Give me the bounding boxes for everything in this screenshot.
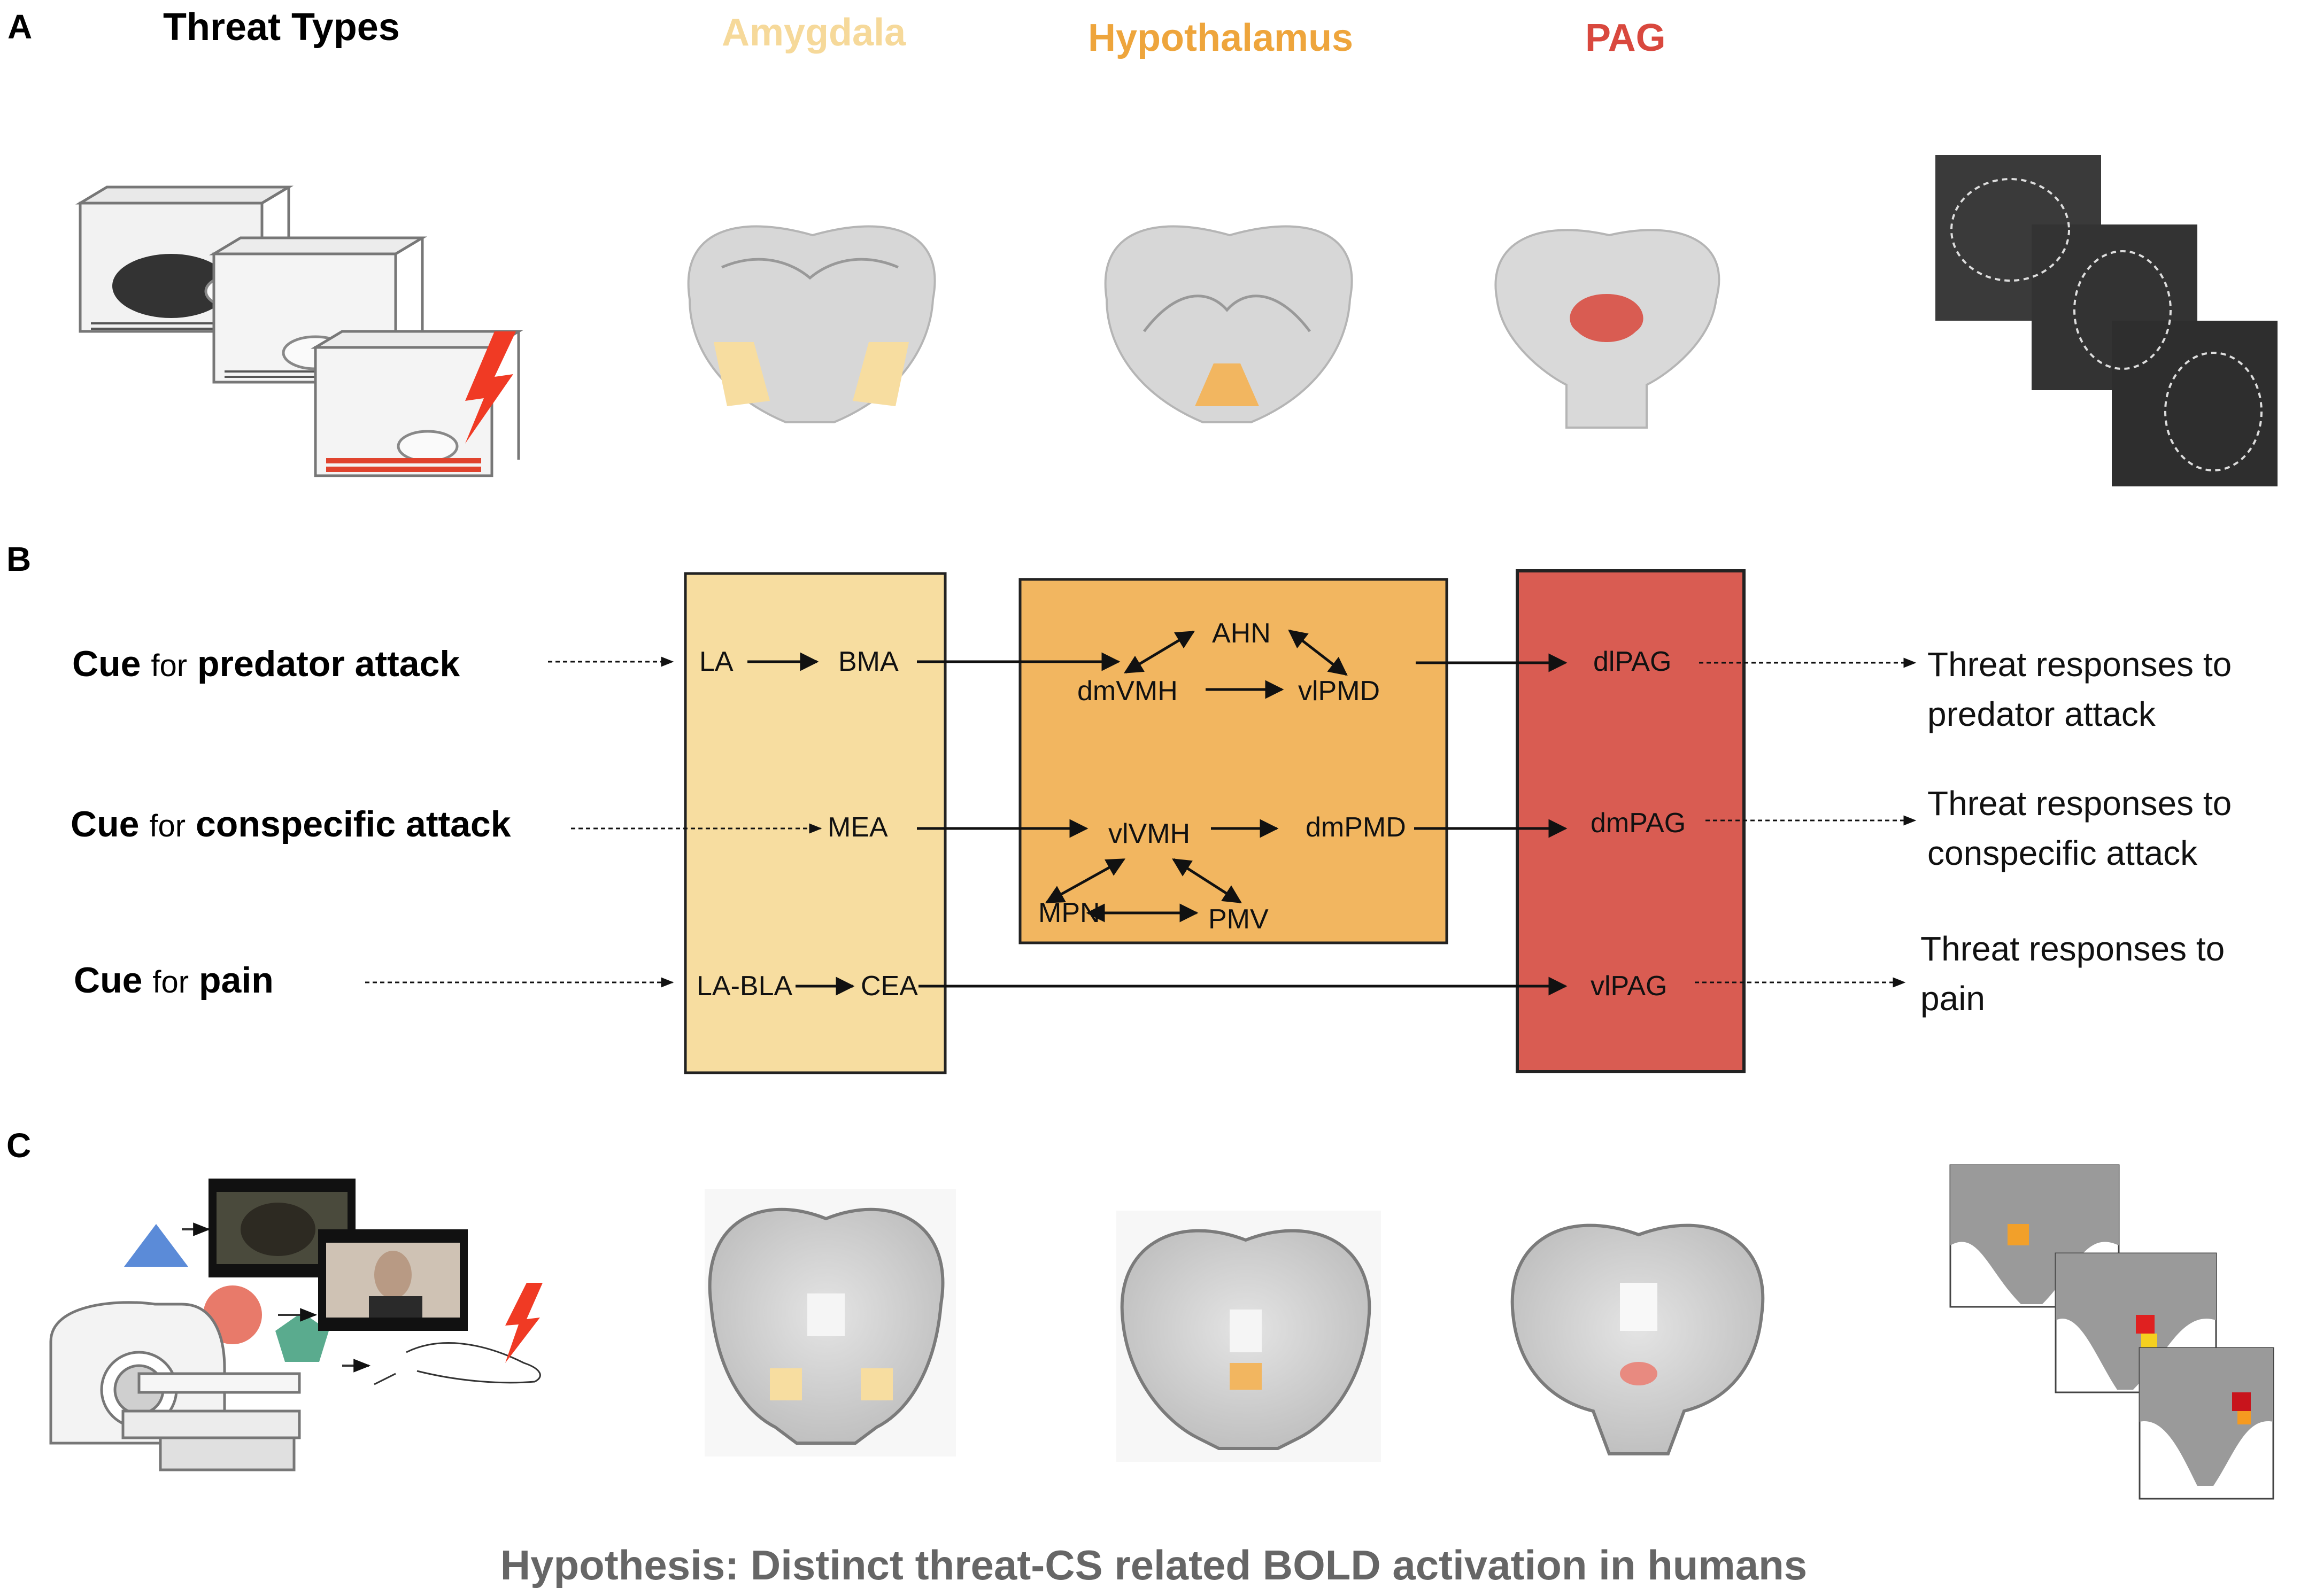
node-vlpmd: vlPMD — [1298, 676, 1380, 707]
cue-conspecific-label: Cue for conspecific attack — [71, 804, 511, 845]
panel-label-a: A — [7, 7, 32, 46]
pathway-arrows — [747, 629, 1568, 996]
response-pain-line2: pain — [1920, 979, 1985, 1018]
response-conspecific-line1: Threat responses to — [1927, 784, 2232, 823]
activation-zoom-images — [1949, 1164, 2274, 1500]
rat-cage-icon — [75, 185, 524, 477]
threat-types-title: Threat Types — [163, 6, 400, 49]
human-brain-slice-icon — [1116, 1211, 1381, 1462]
node-pmv: PMV — [1208, 904, 1269, 935]
node-la-bla: LA-BLA — [697, 971, 793, 1002]
response-predator-line2: predator attack — [1927, 695, 2156, 733]
lightning-bolt-icon — [465, 331, 516, 444]
node-dmvmh: dmVMH — [1077, 676, 1178, 707]
cue-input-arrows — [365, 656, 822, 988]
node-mea: MEA — [828, 812, 888, 843]
lightning-bolt-icon — [505, 1283, 543, 1363]
rat-sketch — [374, 1342, 541, 1385]
pag-title: PAG — [1585, 17, 1666, 59]
film-strip-icon — [318, 1229, 468, 1331]
human-brain-slice-icon — [1510, 1223, 1765, 1455]
cue-predator-label: Cue for predator attack — [72, 644, 460, 684]
mouse-brain-slice-icon — [687, 225, 936, 423]
panel-label-c: C — [6, 1126, 31, 1165]
human-brain-slice-icon — [705, 1189, 956, 1456]
mouse-brain-slice-icon — [1104, 225, 1353, 423]
node-dmpag: dmPAG — [1591, 808, 1686, 839]
node-dlpag: dlPAG — [1593, 646, 1671, 677]
microscopy-image — [1935, 155, 2278, 486]
node-bma: BMA — [838, 646, 899, 677]
response-predator-line1: Threat responses to — [1927, 645, 2232, 684]
node-ahn: AHN — [1212, 618, 1271, 649]
mouse-brain-slice-icon — [1494, 229, 1720, 429]
amygdala-title: Amygdala — [722, 11, 906, 54]
hypothalamus-title: Hypothalamus — [1088, 17, 1353, 59]
node-dmpmd: dmPMD — [1306, 812, 1406, 843]
triangle-cue-icon — [124, 1224, 188, 1267]
response-conspecific-line2: conspecific attack — [1927, 834, 2198, 872]
node-vlvmh: vlVMH — [1108, 818, 1190, 849]
mri-scanner-icon — [49, 1301, 301, 1471]
panel-label-b: B — [6, 540, 31, 578]
response-output-arrows — [1695, 657, 1917, 988]
response-pain-line1: Threat responses to — [1920, 929, 2225, 968]
node-cea: CEA — [861, 971, 918, 1002]
pentagon-cue-icon — [275, 1312, 329, 1362]
cue-pain-label: Cue for pain — [74, 960, 274, 1001]
node-vlpag: vlPAG — [1591, 971, 1668, 1002]
node-la: LA — [699, 646, 734, 677]
hypothesis-caption: Hypothesis: Distinct threat-CS related B… — [500, 1541, 1807, 1589]
